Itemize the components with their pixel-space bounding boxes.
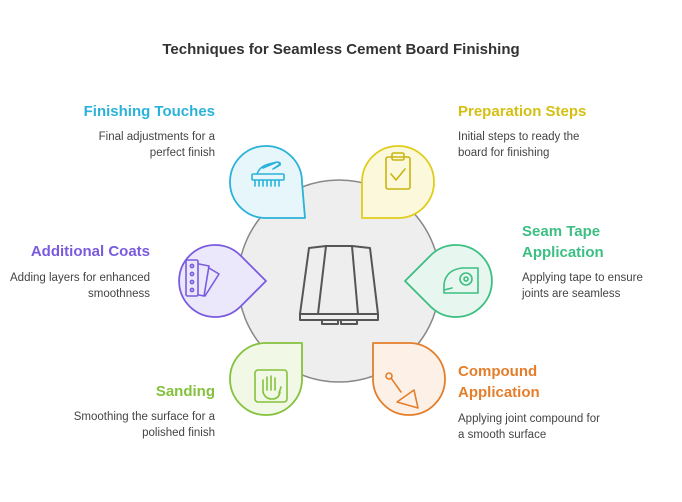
preparation-steps-node — [361, 145, 435, 219]
preparation-steps-description: Initial steps to ready the board for fin… — [458, 131, 580, 159]
additional-coats-description: Adding layers for enhanced smoothness — [10, 272, 151, 300]
brush-hand-icon — [251, 161, 285, 187]
additional-coats-label: Additional Coats — [30, 243, 150, 260]
finishing-touches-description: Final adjustments for a perfect finish — [98, 131, 215, 159]
sanding-hand-icon — [254, 369, 288, 403]
cement-board-icon — [299, 245, 379, 325]
tape-dispenser-icon — [443, 267, 479, 294]
trowel-icon — [385, 372, 419, 409]
seam-tape-description: Applying tape to ensure joints are seaml… — [522, 272, 643, 300]
sanding-label: Sanding — [155, 383, 215, 400]
diagram-title: Techniques for Seamless Cement Board Fin… — [162, 41, 520, 58]
compound-application-node — [372, 342, 446, 416]
finishing-touches-label: Finishing Touches — [83, 103, 215, 120]
seam-tape-label: Seam Tape Application — [522, 223, 604, 261]
compound-application-description: Applying joint compound for a smooth sur… — [458, 413, 600, 441]
compound-application-label: Compound Application — [458, 363, 540, 401]
additional-coats-node — [178, 244, 267, 318]
sanding-node — [229, 342, 303, 416]
sanding-description: Smoothing the surface for a polished fin… — [73, 411, 215, 439]
preparation-steps-label: Preparation Steps — [458, 103, 587, 120]
clipboard-check-icon — [385, 152, 411, 190]
finishing-touches-node — [229, 145, 306, 219]
seam-tape-node — [404, 244, 493, 318]
color-swatch-icon — [185, 259, 220, 297]
